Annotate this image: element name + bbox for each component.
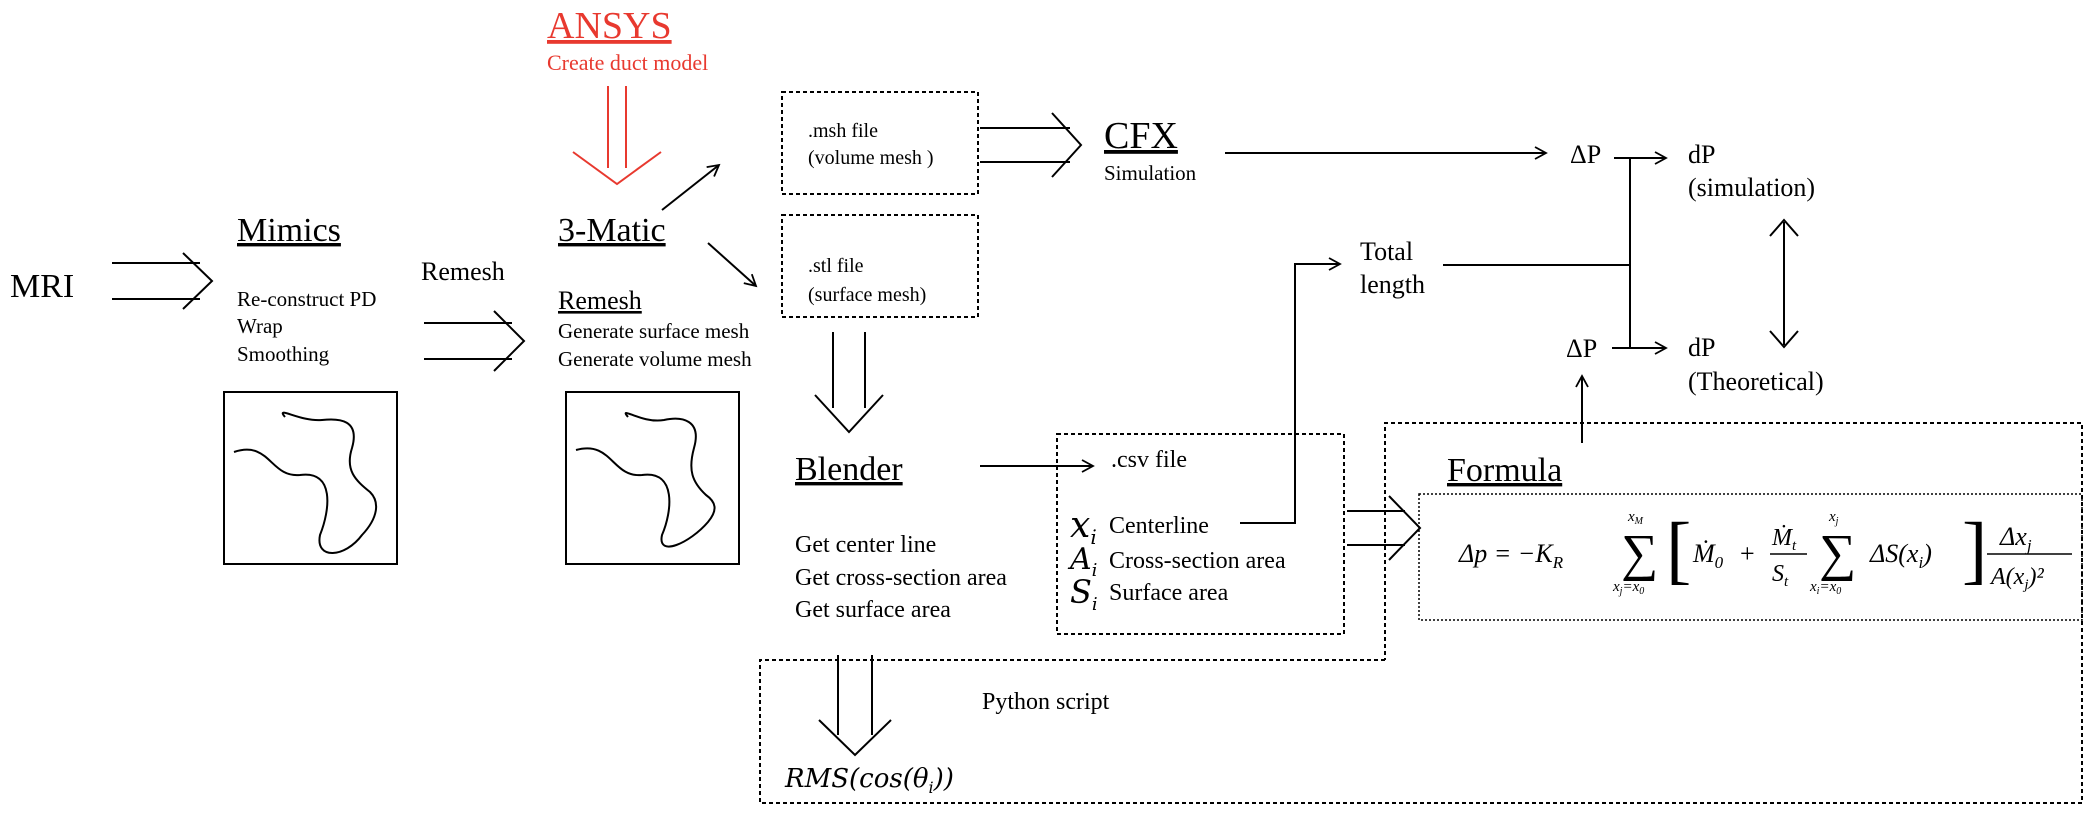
formula-box [1418,493,2083,621]
mimics-step-1: Re-construct PD [237,287,376,311]
formula-equation: Δp = −KR ∑ xM xj=x0 [ Ṁ0 + Ṁt St ∑ xj xi… [1458,508,2072,597]
formula-title: Formula [1447,452,1562,489]
csv-label-surface-area: Surface area [1109,580,1229,606]
formula-mt-num: Ṁt [1771,525,1797,554]
python-script-frame [759,422,2083,804]
formula-sum1-sign: ∑ [1621,525,1658,582]
double-arrow-stl-to-blender [814,332,884,434]
ansys-subtitle: Create duct model [547,50,708,75]
formula-lhs: Δp = −KR [1458,539,1564,572]
formula-bracket-close: ] [1962,508,1987,592]
blender-step-2: Get cross-section area [795,565,1007,591]
formula-bracket-open: [ [1666,508,1691,592]
mimics-title: Mimics [237,212,341,249]
dp-theoretical-line2: (Theoretical) [1688,367,1824,396]
dp-simulation-line2: (simulation) [1688,173,1815,202]
total-length-line1: Total [1360,237,1413,266]
formula-sum2-upper: xj [1828,509,1839,527]
arrow-centerline-to-total-length [1240,257,1342,524]
mri-label: MRI [10,268,74,305]
double-arrow-mri-to-mimics [112,252,214,310]
double-arrow-csv-to-formula [1347,495,1422,561]
formula-m0: Ṁ0 [1692,539,1724,572]
stl-file-box [781,214,979,318]
double-arrow-mimics-to-3matic [424,310,526,372]
msh-file-line2: (volume mesh ) [808,147,934,169]
stl-file-line1: .stl file [808,255,864,277]
dp-simulation-line1: dP [1688,140,1715,169]
dp-theoretical-line1: dP [1688,333,1715,362]
formula-frac-den: A(xj)² [1989,564,2044,593]
csv-symbol-a: Ai [1067,542,1097,581]
delta-p-simulation: ΔP [1570,140,1601,169]
msh-file-box [781,91,979,195]
ansys-title: ANSYS [547,5,672,47]
3matic-subtitle: Remesh [558,286,642,315]
mimics-model-sketch [223,391,398,565]
3matic-model-sketch [565,391,740,565]
csv-label-cross-section: Cross-section area [1109,548,1286,574]
csv-symbol-x: xi [1070,505,1097,549]
formula-mt-den: St [1772,561,1789,590]
remesh-arrow-label: Remesh [421,257,505,286]
formula-sum1-lower: xj=x0 [1612,579,1644,597]
3matic-step-1: Generate surface mesh [558,319,750,343]
blender-title: Blender [795,451,903,488]
stl-file-line2: (surface mesh) [808,284,926,306]
csv-file-title: .csv file [1111,447,1187,473]
double-arrow-blender-to-rms [818,655,892,757]
mimics-step-3: Smoothing [237,342,330,366]
total-length-line2: length [1360,270,1425,299]
delta-p-theoretical: ΔP [1566,334,1597,363]
python-script-label: Python script [982,689,1110,715]
csv-label-centerline: Centerline [1109,513,1209,539]
arrow-3matic-to-stl [707,242,758,288]
formula-sum2-sign: ∑ [1819,525,1856,582]
mimics-step-2: Wrap [237,314,283,338]
double-arrow-ansys-to-3matic [572,86,662,186]
csv-file-box [1056,433,1345,635]
3matic-title: 3-Matic [558,212,666,249]
cfx-title: CFX [1104,115,1178,157]
cfx-subtitle: Simulation [1104,161,1197,185]
3matic-step-2: Generate volume mesh [558,347,752,371]
formula-sum2-lower: xi=x0 [1809,579,1841,597]
comparison-arrow [1769,218,1799,349]
double-arrow-msh-to-cfx [980,112,1083,178]
rms-result: RMS(cos(θi)) [784,764,954,797]
formula-plus: + [1740,539,1755,568]
csv-symbol-s: Si [1070,573,1098,615]
formula-frac-num: Δxj [1999,522,2032,555]
msh-file-line1: .msh file [808,120,878,142]
arrow-3matic-to-msh [661,163,721,211]
blender-step-1: Get center line [795,532,936,558]
formula-sum1-upper: xM [1627,509,1644,527]
formula-delta-s: ΔS(xi) [1869,539,1932,572]
blender-step-3: Get surface area [795,597,951,623]
